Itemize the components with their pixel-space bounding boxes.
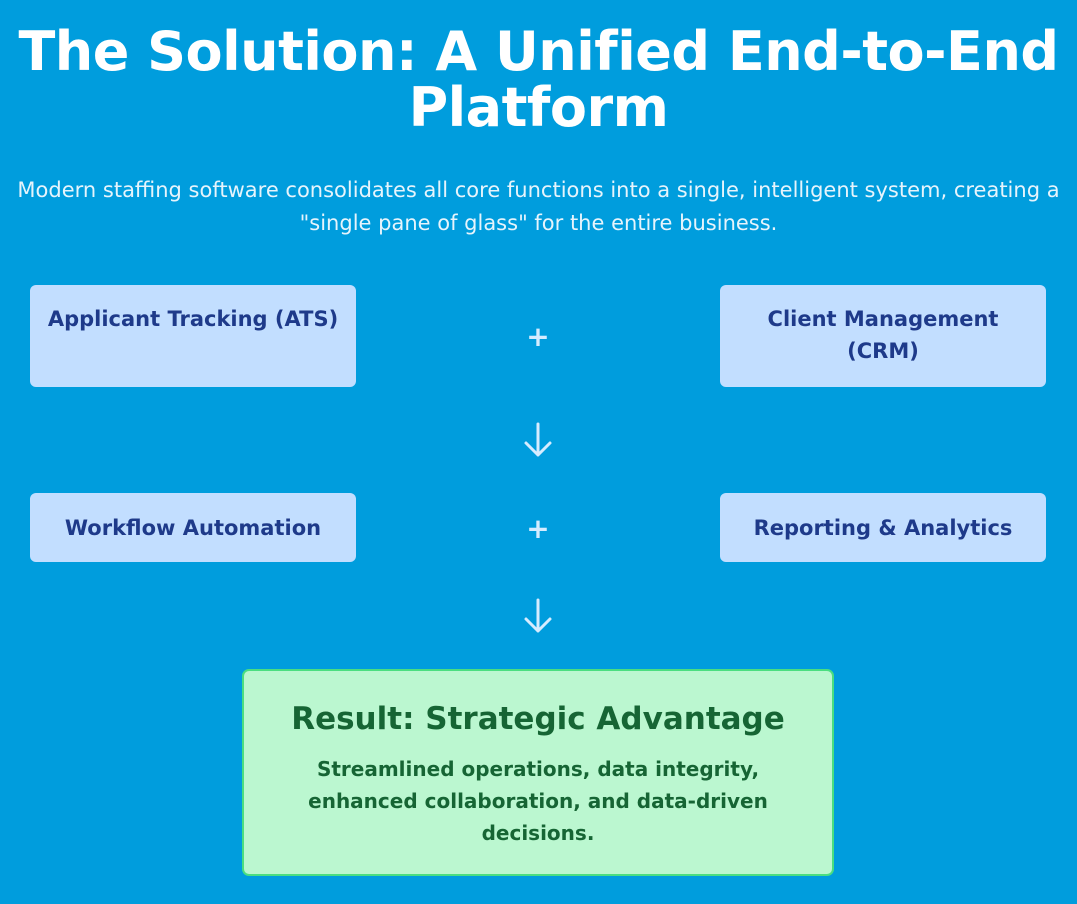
component-label-workflow: Workflow Automation <box>64 515 322 540</box>
result-description: Streamlined operations, data integrity, … <box>308 757 768 845</box>
component-box-workflow: Workflow Automation <box>30 493 356 562</box>
result-box: Result: Strategic Advantage Streamlined … <box>242 669 834 876</box>
component-label-ats: Applicant Tracking (ATS) <box>47 307 339 331</box>
component-box-ats: Applicant Tracking (ATS) <box>30 285 356 387</box>
component-label-crm: Client Management (CRM) <box>767 307 999 363</box>
plus-operator-bottom: + <box>526 512 550 545</box>
page-subtitle: Modern staffing software consolidates al… <box>17 178 1060 235</box>
arrow-down-icon <box>524 422 552 457</box>
result-title: Result: Strategic Advantage <box>291 701 785 737</box>
component-box-reporting: Reporting & Analytics <box>720 493 1046 562</box>
plus-operator-top: + <box>526 320 550 353</box>
arrow-down-icon <box>524 598 552 633</box>
page-title: The Solution: A Unified End-to-End Platf… <box>18 20 1059 139</box>
component-box-crm: Client Management (CRM) <box>720 285 1046 387</box>
component-label-reporting: Reporting & Analytics <box>753 515 1013 540</box>
